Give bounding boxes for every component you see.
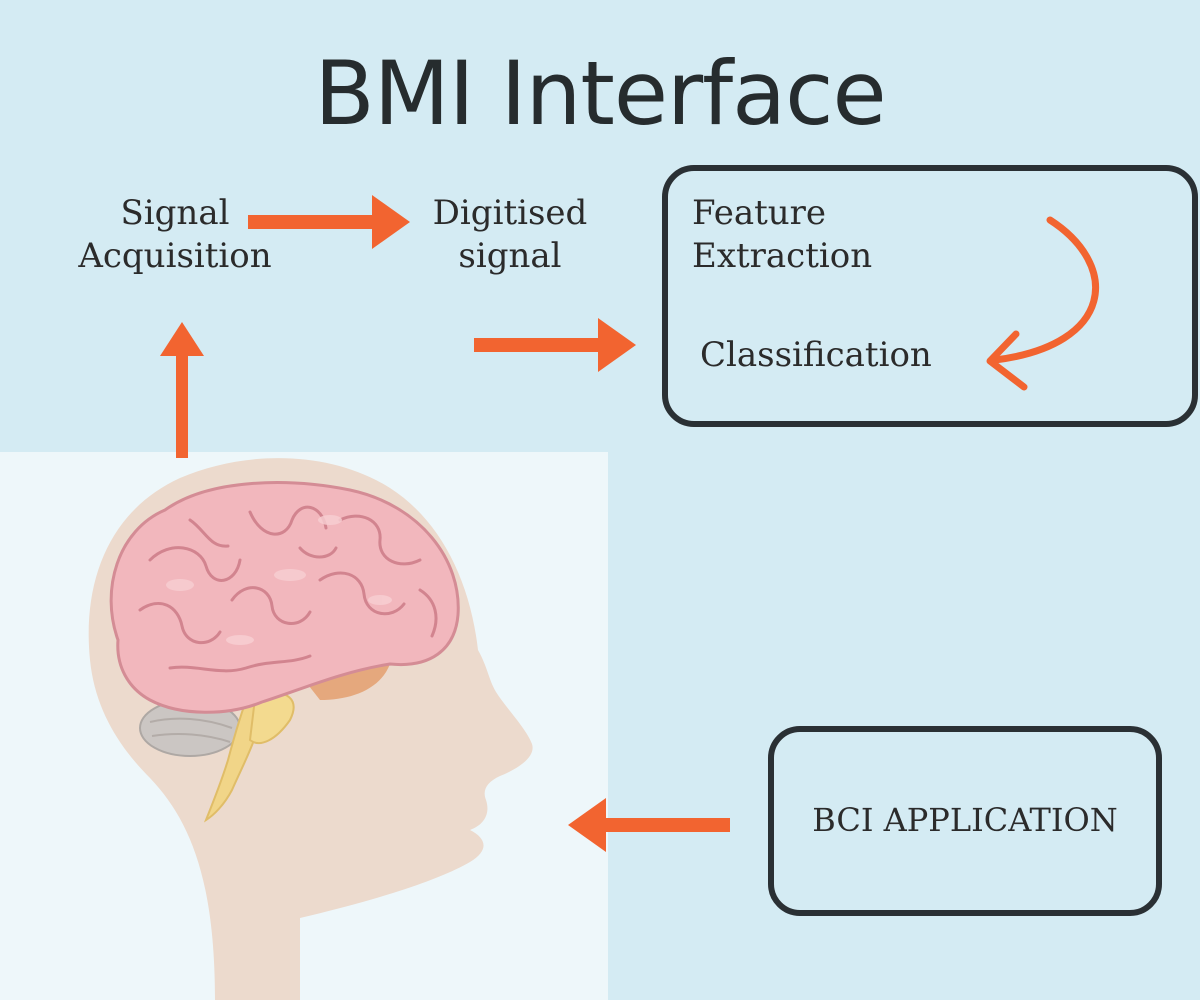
arrow-head-to-acquisition [160,322,204,458]
arrow-digitised-to-processing [474,318,636,372]
digitised-signal-label: Digitised signal [432,193,588,276]
bci-application-box [768,726,1162,916]
feature-extraction-label: Feature Extraction [692,193,873,276]
signal-acquisition-label: Signal Acquisition [78,193,272,276]
page-title: BMI Interface [314,42,886,145]
arrow-acquisition-to-digitised [248,195,410,249]
arrow-application-to-head [568,798,730,852]
processing-box [662,165,1198,427]
curved-arrow-feature-to-classification [986,216,1100,391]
classification-label: Classification [700,335,932,375]
brain-icon [109,481,460,823]
bci-application-label: BCI APPLICATION [812,801,1118,839]
